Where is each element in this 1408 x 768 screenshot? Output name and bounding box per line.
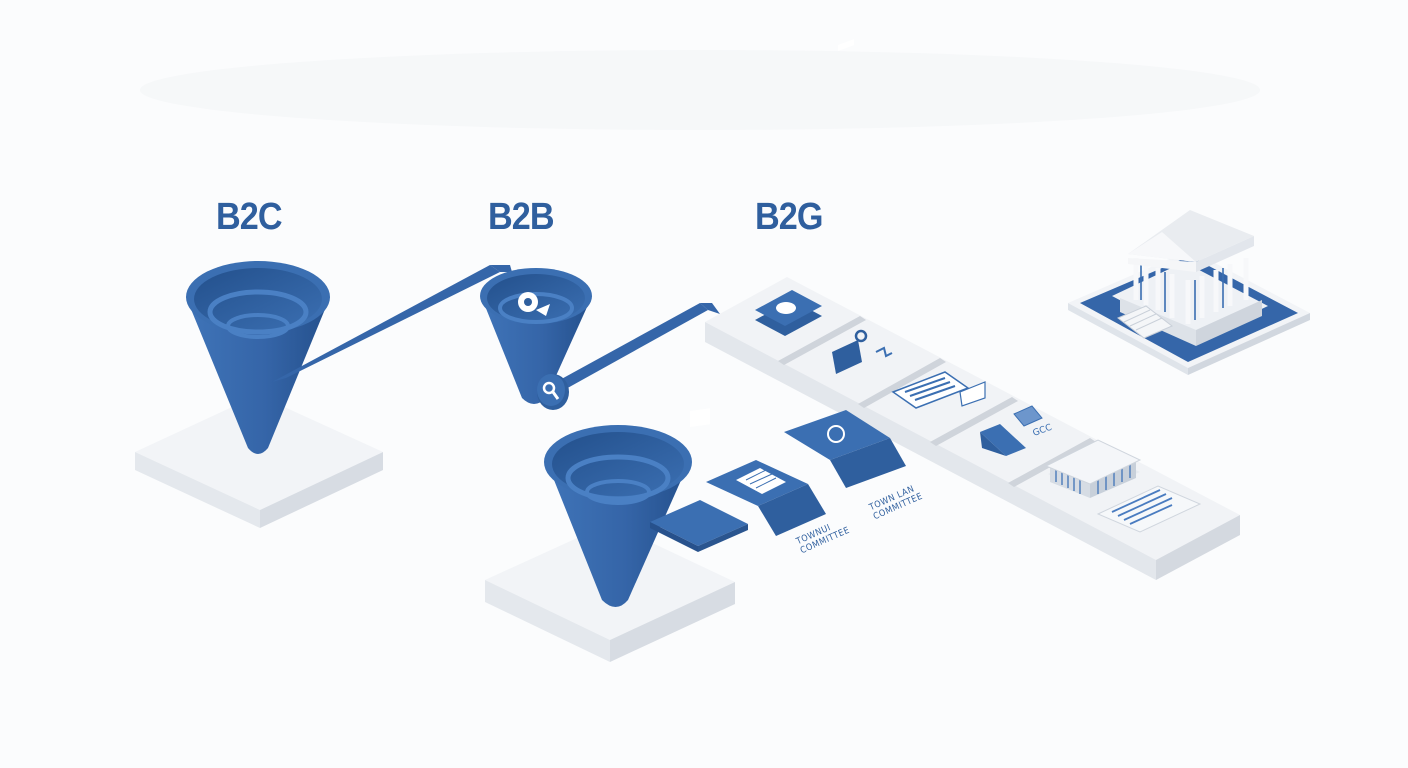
chat-icon <box>827 425 845 443</box>
connector-line <box>556 303 720 390</box>
id-card-icon <box>690 408 710 428</box>
connector-line <box>272 265 512 382</box>
chat-tile <box>784 410 906 488</box>
courthouse-icon <box>1068 210 1310 375</box>
search-icon <box>537 374 569 410</box>
funnel-icon <box>186 261 330 454</box>
gear-icon <box>518 292 550 316</box>
support-desk-icon <box>832 39 893 374</box>
b2c-funnel-group <box>135 261 512 528</box>
funnel-icon <box>544 425 692 607</box>
b2b-funnel-group <box>480 268 720 410</box>
document-tile <box>706 460 826 536</box>
user-badge-icon <box>755 290 822 336</box>
segment-label-b2c: B2C <box>216 196 283 238</box>
courthouse-stairs <box>1117 305 1173 339</box>
document-icon <box>736 468 786 494</box>
paper-document-icon <box>1096 485 1202 533</box>
bottom-funnel-group <box>485 408 906 662</box>
segment-label-b2g: B2G <box>755 196 824 238</box>
government-building-icon <box>1044 439 1142 498</box>
id-card-tile <box>650 408 748 552</box>
segment-label-b2b: B2B <box>488 196 555 238</box>
document-mail-icon <box>891 371 986 409</box>
background-haze <box>140 50 1260 130</box>
b2g-process-strip: GCC <box>705 39 1240 580</box>
laptop-form-icon: GCC <box>980 405 1053 456</box>
